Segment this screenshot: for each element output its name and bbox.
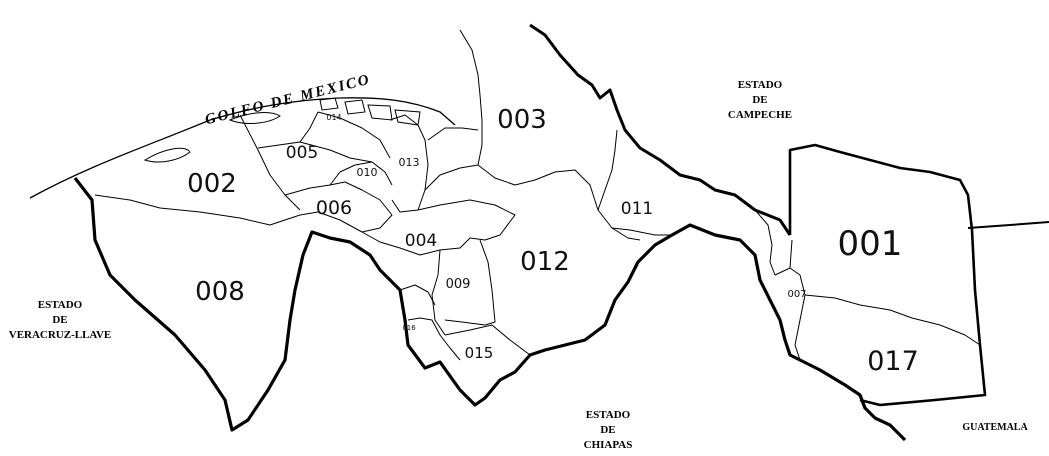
municipality-012: 012 <box>520 247 570 277</box>
municipality-005: 005 <box>286 143 318 163</box>
guatemala-border-line <box>967 221 1049 229</box>
campeche-line-3: CAMPECHE <box>728 109 792 121</box>
municipality-011: 011 <box>621 199 653 219</box>
municipality-006: 006 <box>316 197 352 219</box>
municipality-010: 010 <box>357 166 378 179</box>
municipal-boundaries <box>94 29 981 361</box>
municipality-017: 017 <box>867 346 919 377</box>
campeche-line-2: DE <box>752 94 767 106</box>
chiapas-line-3: CHIAPAS <box>584 439 633 451</box>
veracruz-line-3: VERACRUZ-LLAVE <box>9 329 111 341</box>
chiapas-line-2: DE <box>600 424 615 436</box>
municipality-007: 007 <box>787 289 806 300</box>
label-guatemala: GUATEMALA <box>962 422 1028 433</box>
label-campeche: ESTADO DE CAMPECHE <box>728 79 792 121</box>
campeche-border <box>529 23 792 236</box>
municipality-014: 014 <box>326 113 341 122</box>
coastal-lagoons <box>143 97 421 163</box>
municipality-004: 004 <box>405 231 437 251</box>
municipality-015: 015 <box>465 344 494 362</box>
label-veracruz: ESTADO DE VERACRUZ-LLAVE <box>9 299 111 341</box>
municipality-003: 003 <box>497 105 547 135</box>
municipality-002: 002 <box>187 169 237 199</box>
municipality-016: 016 <box>402 324 416 332</box>
campeche-line-1: ESTADO <box>738 79 783 91</box>
municipality-008: 008 <box>195 277 245 307</box>
chiapas-line-1: ESTADO <box>586 409 631 421</box>
label-chiapas: ESTADO DE CHIAPAS <box>584 409 633 451</box>
municipality-labels: 001 002 003 004 005 006 007 008 009 010 … <box>187 105 919 377</box>
municipality-001: 001 <box>838 224 903 264</box>
veracruz-line-2: DE <box>52 314 67 326</box>
coastline <box>29 97 456 199</box>
eastern-border <box>788 143 987 407</box>
municipality-009: 009 <box>446 277 471 292</box>
municipality-013: 013 <box>399 156 420 169</box>
veracruz-line-1: ESTADO <box>38 299 83 311</box>
state-border <box>73 177 907 442</box>
sea-label: GOLFO DE MEXICO <box>204 72 373 129</box>
